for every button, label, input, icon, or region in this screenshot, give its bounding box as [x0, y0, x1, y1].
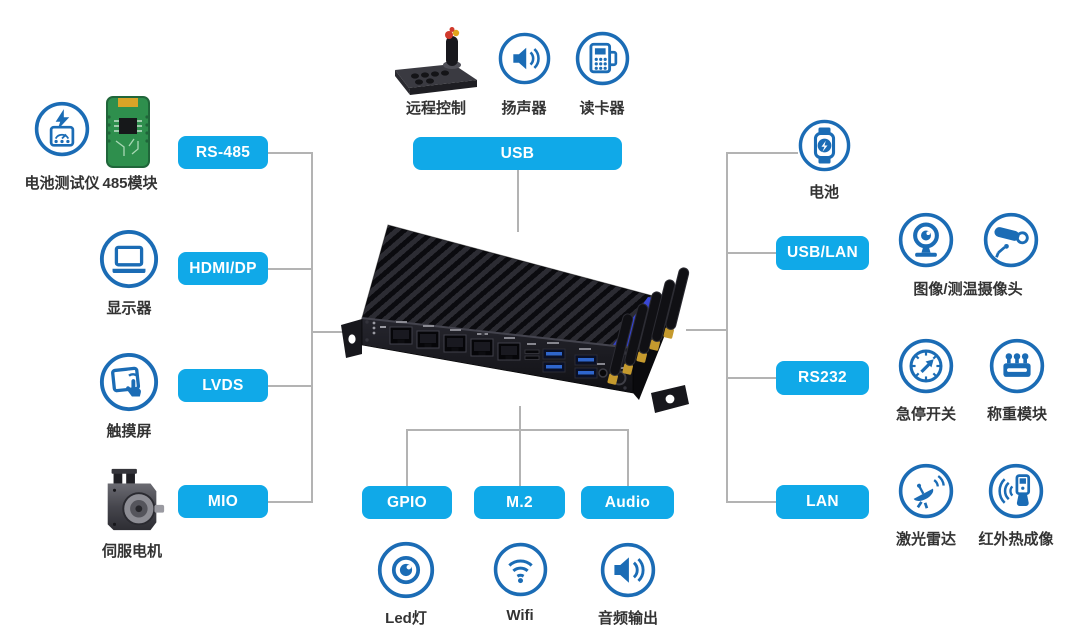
port-box-lvds: LVDS: [178, 369, 268, 402]
port-box-hdmi-dp: HDMI/DP: [178, 252, 268, 285]
led-light-icon: [376, 540, 436, 600]
battery-tester-icon: [33, 100, 91, 158]
emergency-stop-label: 急停开关: [895, 406, 957, 423]
connector-line: [406, 429, 629, 431]
port-box-mio: MIO: [178, 485, 268, 518]
connector-line: [268, 385, 312, 387]
card-reader-label: 读卡器: [579, 100, 625, 117]
battery-label: 电池: [808, 184, 840, 201]
servo-motor-label: 伺服电机: [101, 543, 163, 560]
card-reader-icon: [574, 30, 631, 87]
thermal-imaging-icon: [987, 462, 1045, 520]
audio-output-icon: [599, 541, 657, 599]
touch-screen-label: 触摸屏: [106, 423, 152, 440]
port-box-m2: M.2: [474, 486, 565, 519]
weighing-module-label: 称重模块: [986, 406, 1048, 423]
wifi-label: Wifi: [506, 607, 534, 624]
port-box-gpio: GPIO: [362, 486, 452, 519]
lidar-label: 激光雷达: [895, 531, 957, 548]
port-box-usb-lan: USB/LAN: [776, 236, 869, 270]
servo-motor-icon: [99, 464, 167, 536]
connector-line: [726, 377, 776, 379]
cctv-camera-icon: [982, 211, 1040, 269]
connector-line: [311, 331, 355, 333]
connector-line: [519, 429, 521, 486]
battery-watch-icon: [797, 118, 852, 173]
connector-line: [519, 406, 521, 431]
webcam-icon: [897, 211, 955, 269]
connector-line: [311, 152, 313, 503]
connector-line: [517, 170, 519, 232]
connector-line: [627, 429, 629, 486]
connector-line: [268, 501, 312, 503]
display-label: 显示器: [106, 300, 152, 317]
touchscreen-icon: [98, 351, 160, 413]
speaker-label: 扬声器: [501, 100, 547, 117]
joystick-console-icon: [389, 24, 483, 98]
remote-control-label: 远程控制: [405, 100, 467, 117]
connector-line: [686, 329, 728, 331]
thermal-imaging-label: 红外热成像: [978, 531, 1054, 548]
connector-line: [726, 152, 728, 503]
port-box-lan: LAN: [776, 485, 869, 519]
rs485-module-icon: [104, 95, 152, 169]
antennas: [607, 267, 690, 385]
connector-line: [268, 268, 312, 270]
weighing-module-icon: [988, 337, 1046, 395]
connector-line: [726, 252, 776, 254]
connector-line: [268, 152, 312, 154]
audio-output-label: 音频输出: [597, 610, 659, 627]
connector-line: [726, 152, 798, 154]
led-light-label: Led灯: [385, 610, 427, 627]
display-icon: [98, 228, 160, 290]
port-box-rs485: RS-485: [178, 136, 268, 169]
rs485-module-label: 485模块: [102, 175, 158, 192]
connector-line: [406, 429, 408, 486]
industrial-pc-image: [341, 224, 690, 413]
emergency-stop-icon: [897, 337, 955, 395]
camera-label: 图像/测温摄像头: [913, 281, 1023, 298]
connector-line: [726, 501, 776, 503]
lidar-icon: [897, 462, 955, 520]
port-box-usb: USB: [413, 137, 622, 170]
wifi-icon: [492, 541, 549, 598]
speaker-icon: [497, 31, 552, 86]
port-box-rs232: RS232: [776, 361, 869, 395]
battery-tester-label: 电池测试仪: [24, 175, 100, 192]
port-box-audio: Audio: [581, 486, 674, 519]
